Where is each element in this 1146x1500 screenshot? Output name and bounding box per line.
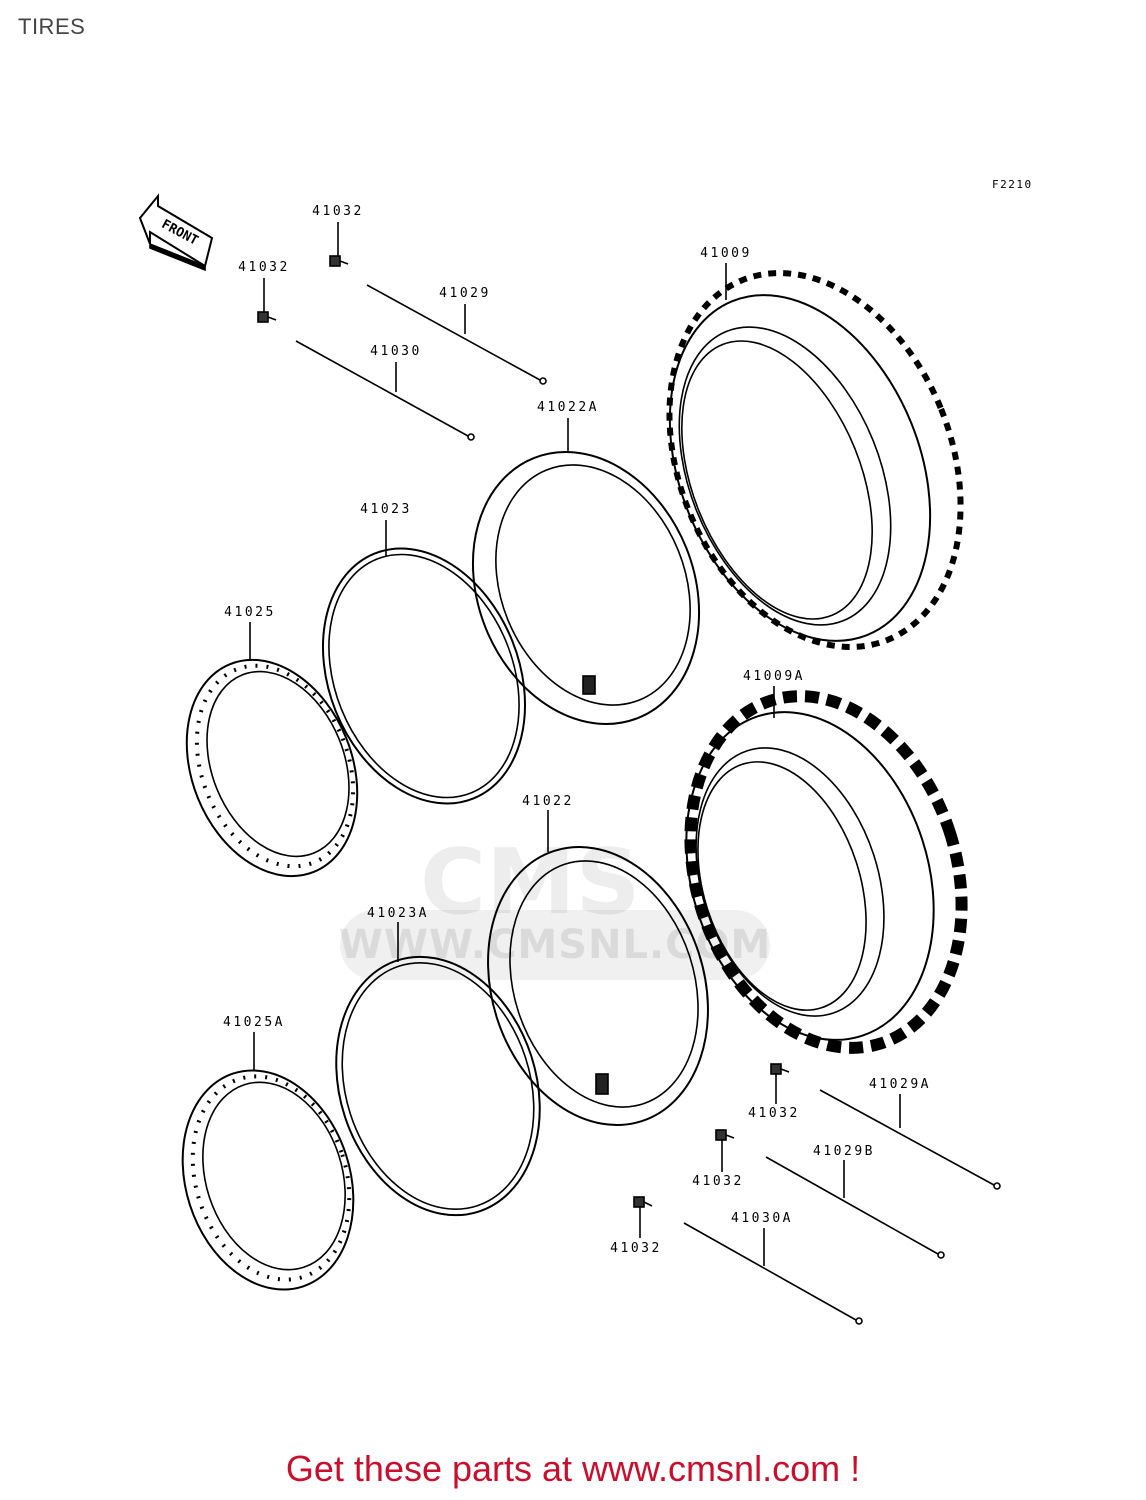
part-label: 41009 xyxy=(700,246,752,261)
part-label: 41023 xyxy=(360,502,412,517)
part-label: 41032 xyxy=(692,1174,744,1189)
cta-link[interactable]: Get these parts at www.cmsnl.com ! xyxy=(285,1448,861,1489)
nipple-icon xyxy=(633,1196,653,1208)
spoke-41030 xyxy=(295,340,475,441)
part-label: 41029A xyxy=(869,1077,931,1092)
part-label: 41030 xyxy=(370,344,422,359)
part-label: 41022A xyxy=(537,400,599,415)
part-label: 41025 xyxy=(224,605,276,620)
part-label: 41032 xyxy=(748,1106,800,1121)
nipple-icon xyxy=(770,1063,790,1075)
rear-rim xyxy=(181,1069,355,1291)
page-title: TIRES xyxy=(18,14,86,39)
spoke-41029B xyxy=(765,1156,945,1259)
part-label: 41030A xyxy=(731,1211,793,1226)
figure-code: F2210 xyxy=(992,178,1033,191)
watermark-url: WWW.CMSNL.COM xyxy=(338,922,772,968)
front-tube xyxy=(471,451,701,725)
nipple-icon xyxy=(329,255,349,267)
part-label: 41023A xyxy=(367,906,429,921)
nipple-icon xyxy=(715,1129,735,1141)
part-label: 41009A xyxy=(743,669,805,684)
front-tire xyxy=(666,270,964,650)
spoke-41029A xyxy=(819,1089,1001,1190)
part-label: 41022 xyxy=(522,794,574,809)
watermark-logo: CMS xyxy=(420,830,641,935)
part-label: 41029B xyxy=(813,1144,875,1159)
spoke-41030A xyxy=(683,1222,863,1325)
front-arrow-icon: FRONT xyxy=(138,193,214,272)
nipple-icon xyxy=(257,311,277,323)
part-label: 41032 xyxy=(312,204,364,219)
part-label: 41029 xyxy=(439,286,491,301)
rear-rim-band xyxy=(335,955,541,1217)
front-rim xyxy=(185,658,359,878)
part-label: 41025A xyxy=(223,1015,285,1030)
front-rim-band xyxy=(321,547,527,805)
watermark-banner: WWW.CMSNL.COM xyxy=(338,910,772,980)
part-label: 41032 xyxy=(238,260,290,275)
part-label: 41032 xyxy=(610,1241,662,1256)
spoke-41029 xyxy=(366,284,547,385)
rear-tire xyxy=(684,690,968,1054)
rear-tube xyxy=(487,846,709,1126)
